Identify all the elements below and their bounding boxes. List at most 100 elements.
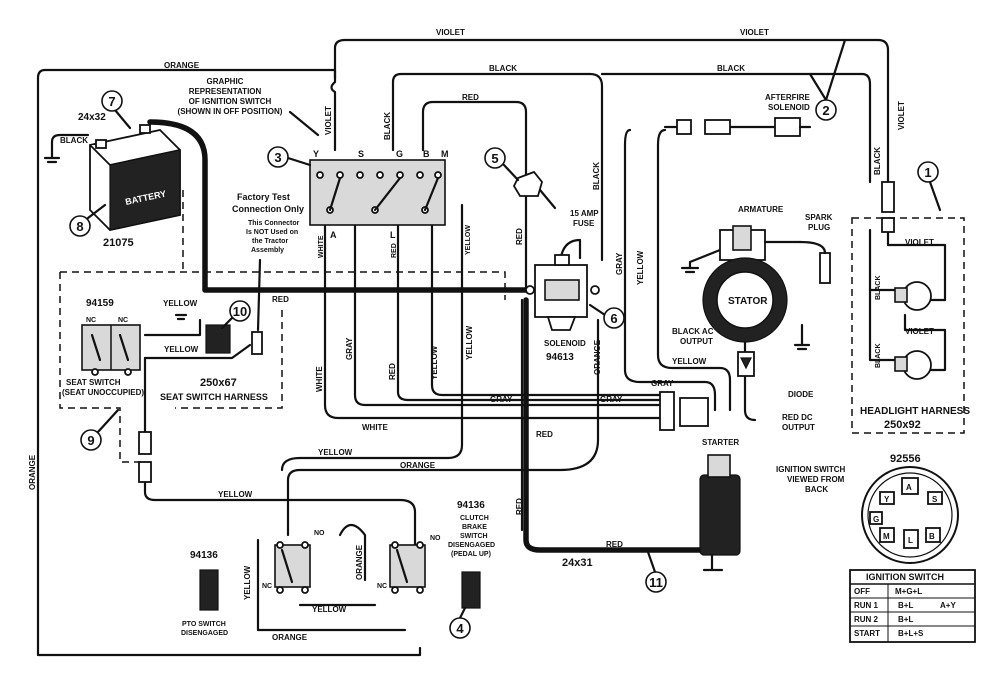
clutch-term xyxy=(391,586,399,594)
battery-cable-label: 24x32 xyxy=(78,112,106,123)
label-violet-vertical: VIOLET xyxy=(324,106,333,135)
label-gray-bottom2: GRAY xyxy=(600,395,623,404)
key-view-1: IGNITION SWITCH xyxy=(776,465,846,474)
connector-note-1: This Connector xyxy=(248,220,300,227)
starter-label: STARTER xyxy=(702,438,739,447)
pto-label-1: PTO SWITCH xyxy=(182,621,226,628)
seat-harness-outline xyxy=(60,271,506,300)
black-ac-label-2: OUTPUT xyxy=(680,337,713,346)
key-slot-g xyxy=(869,511,883,525)
solenoid-base xyxy=(546,316,577,331)
factory-test-connector xyxy=(174,258,263,355)
seat-harness-label: SEAT SWITCH HARNESS xyxy=(160,392,268,402)
diode-label: DIODE xyxy=(788,390,814,399)
armature-label: ARMATURE xyxy=(738,205,784,214)
seat-switch-blade-2 xyxy=(118,333,130,362)
label-yellow-clutch-bottom: YELLOW xyxy=(312,605,347,614)
clutch-term xyxy=(391,541,399,549)
callout-leader-11 xyxy=(646,550,657,574)
callout-11-num: 11 xyxy=(649,575,663,590)
graphic-title-2: REPRESENTATION xyxy=(189,87,262,96)
clutch-pto-switches xyxy=(199,541,481,611)
label-orange-solenoid: ORANGE xyxy=(593,339,602,375)
label-white-bottom: WHITE xyxy=(362,423,388,432)
table-extra-1: A+Y xyxy=(940,601,956,610)
key-g: G xyxy=(873,515,879,524)
ign-contact xyxy=(416,171,424,179)
afterfire-label-1: AFTERFIRE xyxy=(765,93,811,102)
clutch-part: 94136 xyxy=(457,500,485,511)
table-title: IGNITION SWITCH xyxy=(866,572,944,582)
afterfire-connectors xyxy=(676,117,812,137)
wires xyxy=(36,38,947,657)
label-yellow-lower2: YELLOW xyxy=(218,490,253,499)
ign-contact xyxy=(356,171,364,179)
battery-ground-wire xyxy=(50,133,90,160)
key-view-2: VIEWED FROM xyxy=(787,475,845,484)
callout-8-num: 8 xyxy=(76,219,83,234)
callout-leader-2 xyxy=(824,38,847,102)
connector-gray xyxy=(676,119,692,135)
afterfire-label-2: SOLENOID xyxy=(768,103,810,112)
key-l: L xyxy=(908,536,913,545)
headlight-connector xyxy=(881,181,895,213)
starter-solenoid xyxy=(525,254,600,331)
violet-headlight-wire xyxy=(886,228,947,302)
callout-leader-2b xyxy=(808,72,828,102)
callout-2 xyxy=(815,99,837,121)
seat-switch-label-1: SEAT SWITCH xyxy=(66,378,121,387)
table-pos-2: RUN 2 xyxy=(854,615,879,624)
label-black-fuse: BLACK xyxy=(592,162,601,190)
callout-leader-5 xyxy=(502,163,520,182)
callout-11 xyxy=(645,571,667,593)
callout-3 xyxy=(267,146,289,168)
table-circ-1: B+L xyxy=(898,601,913,610)
label-gray-right: GRAY xyxy=(651,379,674,388)
pto-part: 94136 xyxy=(190,550,218,561)
starter xyxy=(699,454,741,572)
seat-switch xyxy=(81,324,141,376)
diode-symbol xyxy=(740,357,752,370)
label-black-right: BLACK xyxy=(873,147,882,175)
ign-blade xyxy=(373,176,402,212)
label-red-bottom: RED xyxy=(536,430,553,439)
battery-red-cable xyxy=(147,119,533,293)
nc-label-1: NC xyxy=(86,317,96,324)
yellow-lower-wire xyxy=(280,383,464,472)
yellow-seat-wire xyxy=(143,318,202,337)
violet-top-wire xyxy=(330,38,890,184)
graphic-title-leader xyxy=(288,110,320,137)
graphic-title-1: GRAPHIC xyxy=(207,77,244,86)
key-b: B xyxy=(929,532,935,541)
key-a: A xyxy=(906,483,912,492)
harness-connector xyxy=(659,391,709,431)
callout-9 xyxy=(80,429,102,451)
table-circ-0: M+G+L xyxy=(895,587,922,596)
black-ac-label-1: BLACK AC xyxy=(672,327,714,336)
test-connector-leader xyxy=(256,258,262,332)
clutch-label-1: CLUTCH xyxy=(460,515,489,522)
callout-leader-4 xyxy=(458,606,467,620)
key-part: 92556 xyxy=(890,453,921,465)
label-yellow-lower: YELLOW xyxy=(318,448,353,457)
callout-7-num: 7 xyxy=(108,94,115,109)
pto-term xyxy=(301,586,309,594)
seat-switch-label-2: (SEAT UNOCCUPIED) xyxy=(62,388,144,397)
table-pos-1: RUN 1 xyxy=(854,601,879,610)
key-y: Y xyxy=(884,495,890,504)
spark-plug-label-1: SPARK xyxy=(805,213,833,222)
headlight-socket-1 xyxy=(894,287,908,303)
headlights xyxy=(881,181,932,380)
label-red-top: RED xyxy=(462,93,479,102)
terminal-b: B xyxy=(423,149,430,159)
terminal-s: S xyxy=(358,149,364,159)
solenoid-label: SOLENOID xyxy=(544,339,586,348)
harness-connector-right xyxy=(679,397,709,427)
starter-red-cable xyxy=(523,297,703,553)
terminal-l: L xyxy=(390,230,396,240)
label-gray-stator: GRAY xyxy=(615,252,624,275)
fuse-leader xyxy=(538,188,557,210)
callout-8 xyxy=(69,215,91,237)
seat-term xyxy=(91,368,99,376)
yellow-harness-loop xyxy=(430,383,662,397)
